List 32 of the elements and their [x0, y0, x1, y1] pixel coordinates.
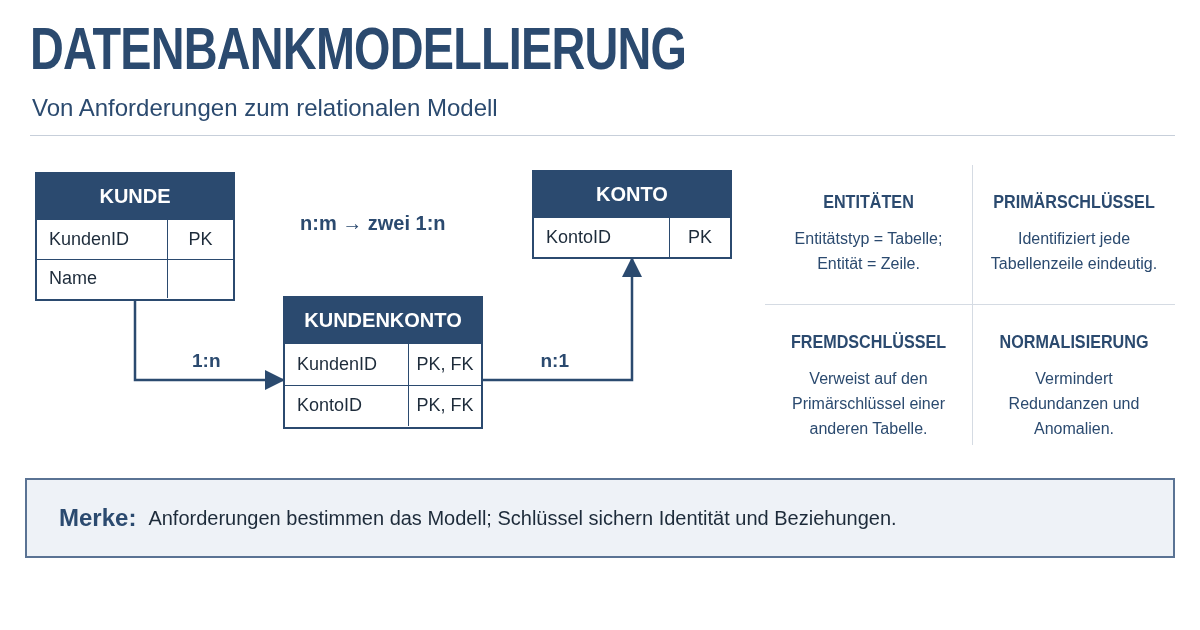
- table-header: KUNDE: [37, 174, 233, 219]
- info-panel: [765, 165, 973, 305]
- arrow: [483, 257, 642, 382]
- attribute-cell-text: KundenID: [296, 352, 379, 376]
- table-header: KUNDENKONTO: [285, 298, 481, 343]
- note-box: [25, 478, 1175, 558]
- panel-heading: FREMDSCHLÜSSEL: [789, 331, 948, 353]
- attribute-cell-text: KontoID: [545, 225, 613, 249]
- attribute-cell-text: KontoID: [296, 394, 364, 418]
- relationship-note: n:m → zwei 1:n: [300, 212, 446, 235]
- note-heading: Merke:: [59, 504, 137, 532]
- key-cell: PK: [167, 220, 233, 259]
- entity-table: [35, 172, 235, 301]
- key-cell: PK, FK: [408, 385, 481, 426]
- title: DATENBANKMODELLIERUNG: [30, 14, 687, 83]
- key-cell: PK: [669, 218, 730, 257]
- table-header: KONTO: [534, 172, 730, 217]
- panel-text: Verweist auf den Primärschlüssel einer anderen Tabelle.: [791, 369, 946, 439]
- panel-heading: PRIMÄRSCHLÜSSEL: [992, 191, 1156, 213]
- entity-table: [532, 170, 732, 259]
- note-text: Anforderungen bestimmen das Modell; Schlüssel sichern Identität und Beziehungen.: [148, 506, 897, 530]
- attribute-cell-text: KundenID: [48, 227, 131, 251]
- entity-table: [283, 296, 483, 429]
- panel-heading: ENTITÄTEN: [822, 191, 915, 213]
- panel-text: Identifiziert jede Tabellenzeile eindeutig.: [989, 229, 1159, 274]
- panel-text: Entitätstyp = Tabelle; Entität = Zeile.: [793, 229, 944, 274]
- subtitle: Von Anforderungen zum relationalen Modell: [32, 94, 498, 122]
- panel-text: Vermindert Redundanzen und Anomalien.: [1007, 369, 1141, 439]
- panel-heading: NORMALISIERUNG: [998, 331, 1150, 353]
- key-cell: PK, FK: [408, 344, 481, 385]
- attribute-cell-text: Name: [48, 267, 98, 291]
- arrow: [133, 301, 285, 390]
